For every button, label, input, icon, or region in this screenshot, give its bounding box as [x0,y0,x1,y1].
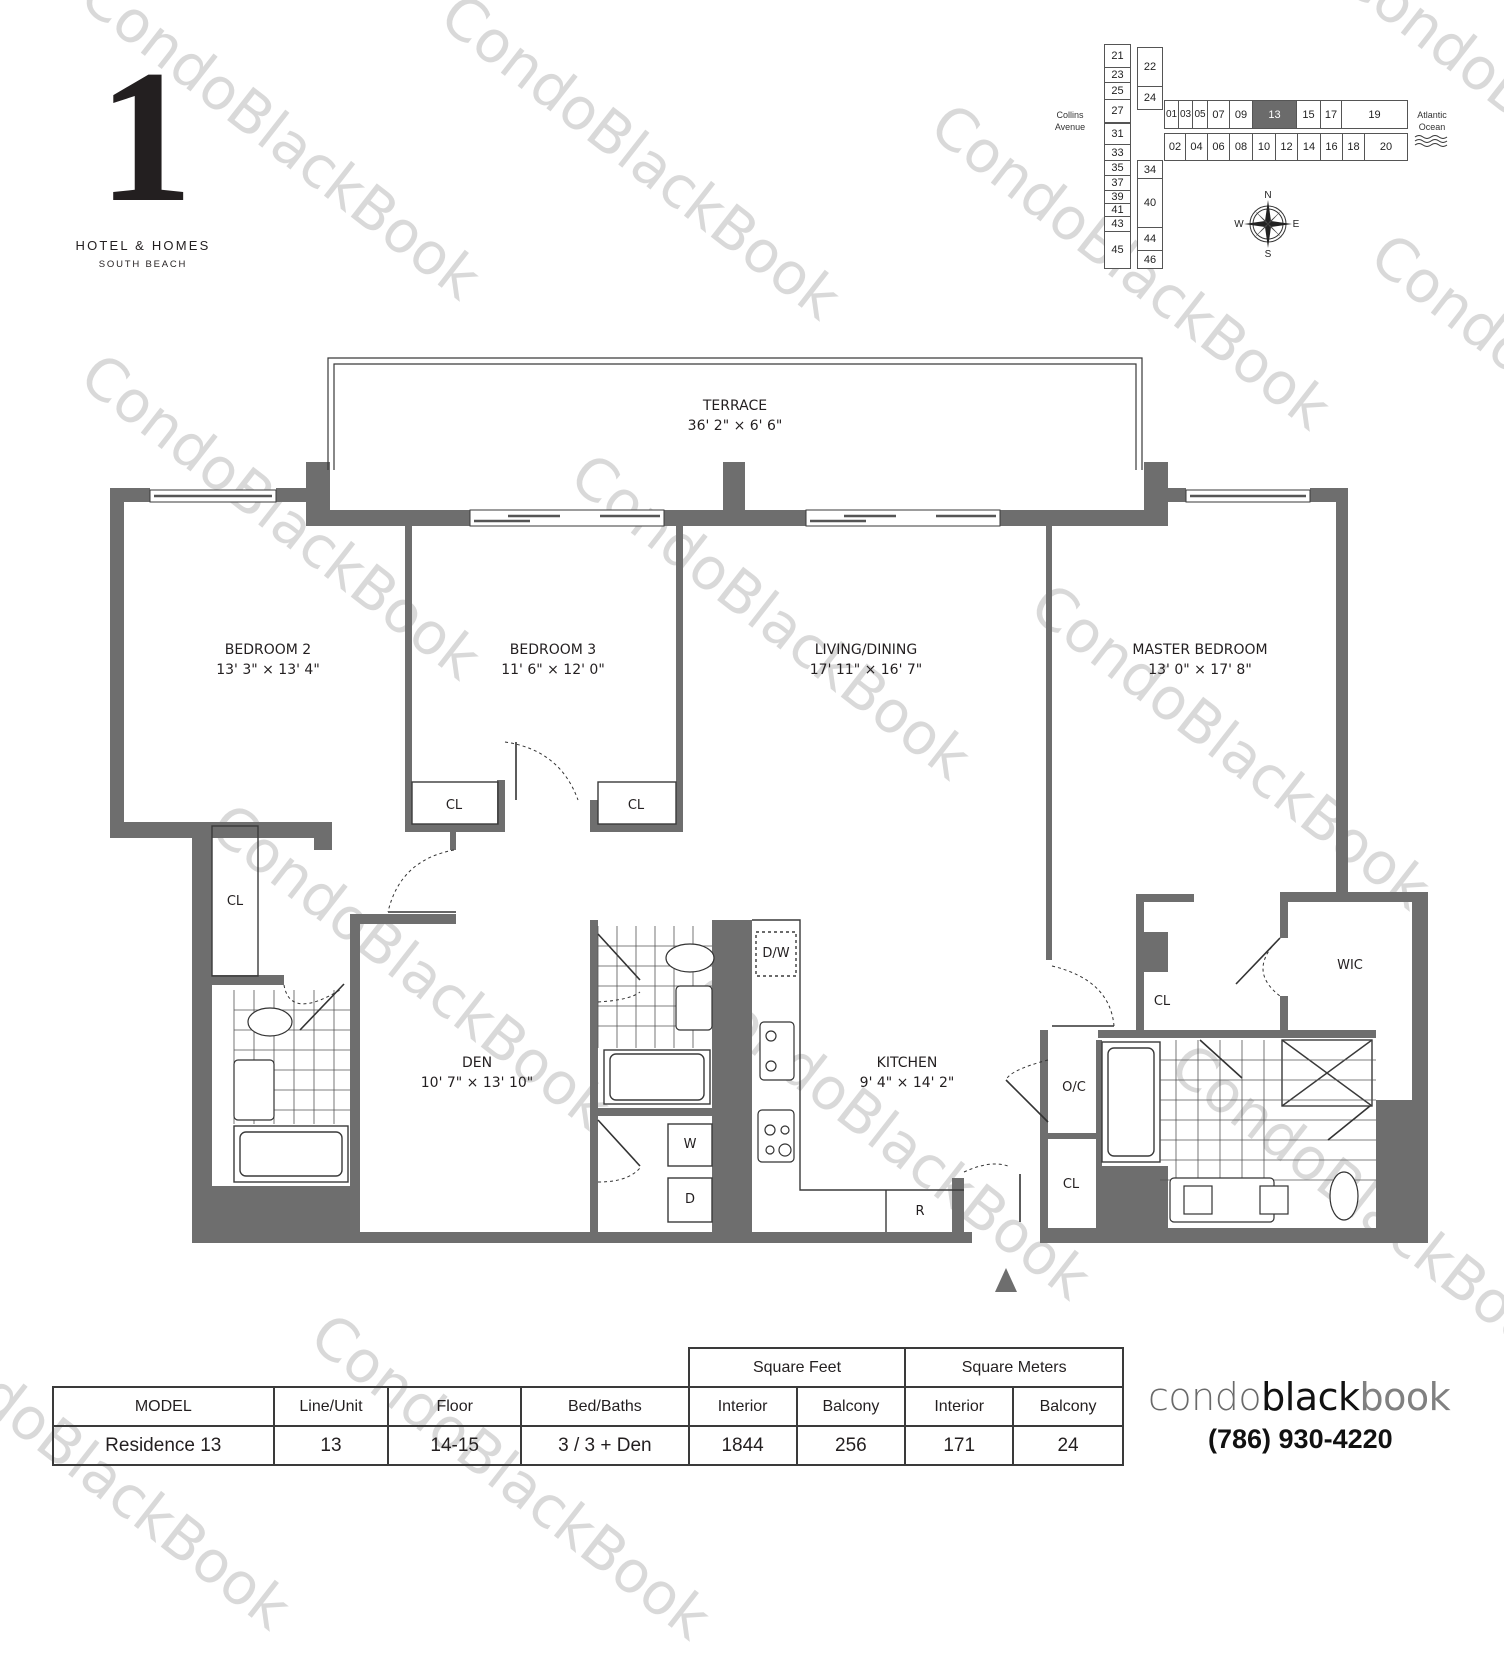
walls [110,462,1428,1243]
sqm-group-header: Square Meters [904,1347,1124,1388]
dryer-label: D [684,1192,696,1207]
keyplan-unit: 07 [1207,100,1230,129]
keyplan-unit: 40 [1137,178,1163,228]
keyplan-unit: 08 [1229,133,1253,161]
floor-plan [110,357,1428,1292]
room-dims: 36' 2" × 6' 6" [687,418,783,434]
room-dims: 13' 3" × 13' 4" [216,662,320,678]
dishwasher-label: D/W [762,946,790,961]
column-header: Interior [687,1386,798,1427]
keyplan-unit: 44 [1137,227,1163,251]
compass-w: W [1234,219,1244,230]
column-header: Floor [387,1386,523,1427]
compass-s: S [1264,249,1272,260]
door-leaves [299,742,1371,1222]
oc-label: O/C [1062,1080,1086,1095]
logo-subtitle: SOUTH BEACH [98,259,188,270]
keyplan-unit: 24 [1137,86,1163,110]
ocean-label: Atlantic Ocean [1417,110,1447,132]
line-unit-cell: 13 [272,1425,390,1466]
keyplan-unit: 09 [1229,100,1253,129]
closet-label: CL [226,894,244,909]
keyplan-unit: 20 [1364,133,1408,161]
phone-number[interactable]: (786) 930-4220 [1208,1424,1393,1454]
room-name: DEN [461,1055,493,1071]
sqft-interior-cell: 1844 [687,1425,798,1466]
wic-label: WIC [1337,958,1363,973]
fixtures [233,943,1359,1223]
keyplan-unit: 15 [1296,100,1321,129]
brand-logo: condoblackbook [1148,1374,1451,1420]
room-dims: 11' 6" × 12' 0" [501,662,605,678]
column-header: Interior [904,1386,1015,1427]
keyplan-unit: 45 [1104,231,1131,269]
closet-label: CL [1153,994,1171,1009]
room-name: MASTER BEDROOM [1132,642,1268,658]
room-bedroom-2: BEDROOM 2 13' 3" × 13' 4" [216,640,320,680]
sqm-interior-cell: 171 [904,1425,1015,1466]
washer-label: W [683,1137,697,1152]
sqft-balcony-cell: 256 [795,1425,907,1466]
room-bedroom-3: BEDROOM 3 11' 6" × 12' 0" [501,640,605,680]
keyplan-unit: 17 [1320,100,1342,129]
ocean-waves-icon [1414,135,1448,147]
column-header: Balcony [795,1386,907,1427]
room-master-bedroom: MASTER BEDROOM 13' 0" × 17' 8" [1132,640,1267,680]
room-dims: 13' 0" × 17' 8" [1148,662,1252,678]
room-living-dining: LIVING/DINING 17' 11" × 16' 7" [810,640,922,680]
room-name: LIVING/DINING [814,642,918,658]
keyplan-unit: 18 [1342,133,1365,161]
room-den: DEN 10' 7" × 13' 10" [421,1053,533,1093]
keyplan-unit: 22 [1137,47,1163,87]
keyplan-unit: 14 [1297,133,1321,161]
keyplan-unit: 27 [1104,99,1131,123]
table-row: Residence 13 13 14-15 3 / 3 + Den 1844 2… [52,1425,1124,1466]
column-header: Bed/Baths [520,1386,690,1427]
keyplan-unit: 35 [1104,160,1131,176]
room-name: BEDROOM 2 [224,642,312,658]
column-header: MODEL [52,1386,275,1427]
room-dims: 9' 4" × 14' 2" [859,1075,955,1091]
column-header: Balcony [1012,1386,1124,1427]
compass-e: E [1292,219,1300,230]
bed-baths-cell: 3 / 3 + Den [520,1425,690,1466]
sqft-group-header: Square Feet [687,1347,907,1388]
terrace-railing [327,357,1143,470]
refrigerator-label: R [915,1204,925,1219]
room-dims: 10' 7" × 13' 10" [420,1075,534,1091]
brand-part-3: book [1359,1375,1451,1419]
brand-part-1: condo [1148,1375,1262,1419]
closet-label: CL [445,798,463,813]
keyplan-unit: 19 [1341,100,1408,129]
room-name: KITCHEN [876,1055,938,1071]
room-dims: 17' 11" × 16' 7" [809,662,923,678]
keyplan-unit: 34 [1137,160,1163,179]
room-terrace: TERRACE 36' 2" × 6' 6" [688,396,783,436]
keyplan-unit: 21 [1104,44,1131,68]
column-header: Line/Unit [272,1386,390,1427]
table-header-row: MODEL Line/Unit Floor Bed/Baths Interior… [52,1386,1124,1427]
logo-numeral: 1 [98,32,193,242]
sqm-balcony-cell: 24 [1012,1425,1124,1466]
brand-part-2: black [1261,1375,1360,1419]
floor-cell: 14-15 [387,1425,523,1466]
room-name: BEDROOM 3 [509,642,597,658]
unit-spec-table: Square Feet Square Meters MODEL Line/Uni… [52,1347,1124,1466]
closet-label: CL [627,798,645,813]
model-cell: Residence 13 [52,1425,275,1466]
logo-title: HOTEL & HOMES [75,238,211,253]
entry-arrow-icon [995,1268,1017,1292]
compass-n: N [1264,190,1272,201]
room-kitchen: KITCHEN 9' 4" × 14' 2" [860,1053,955,1093]
keyplan-unit: 46 [1137,250,1163,269]
street-label: Collins Avenue [1054,110,1086,132]
room-name: TERRACE [702,398,768,414]
bathroom-tiles [233,926,1376,1216]
closet-label: CL [1062,1177,1080,1192]
